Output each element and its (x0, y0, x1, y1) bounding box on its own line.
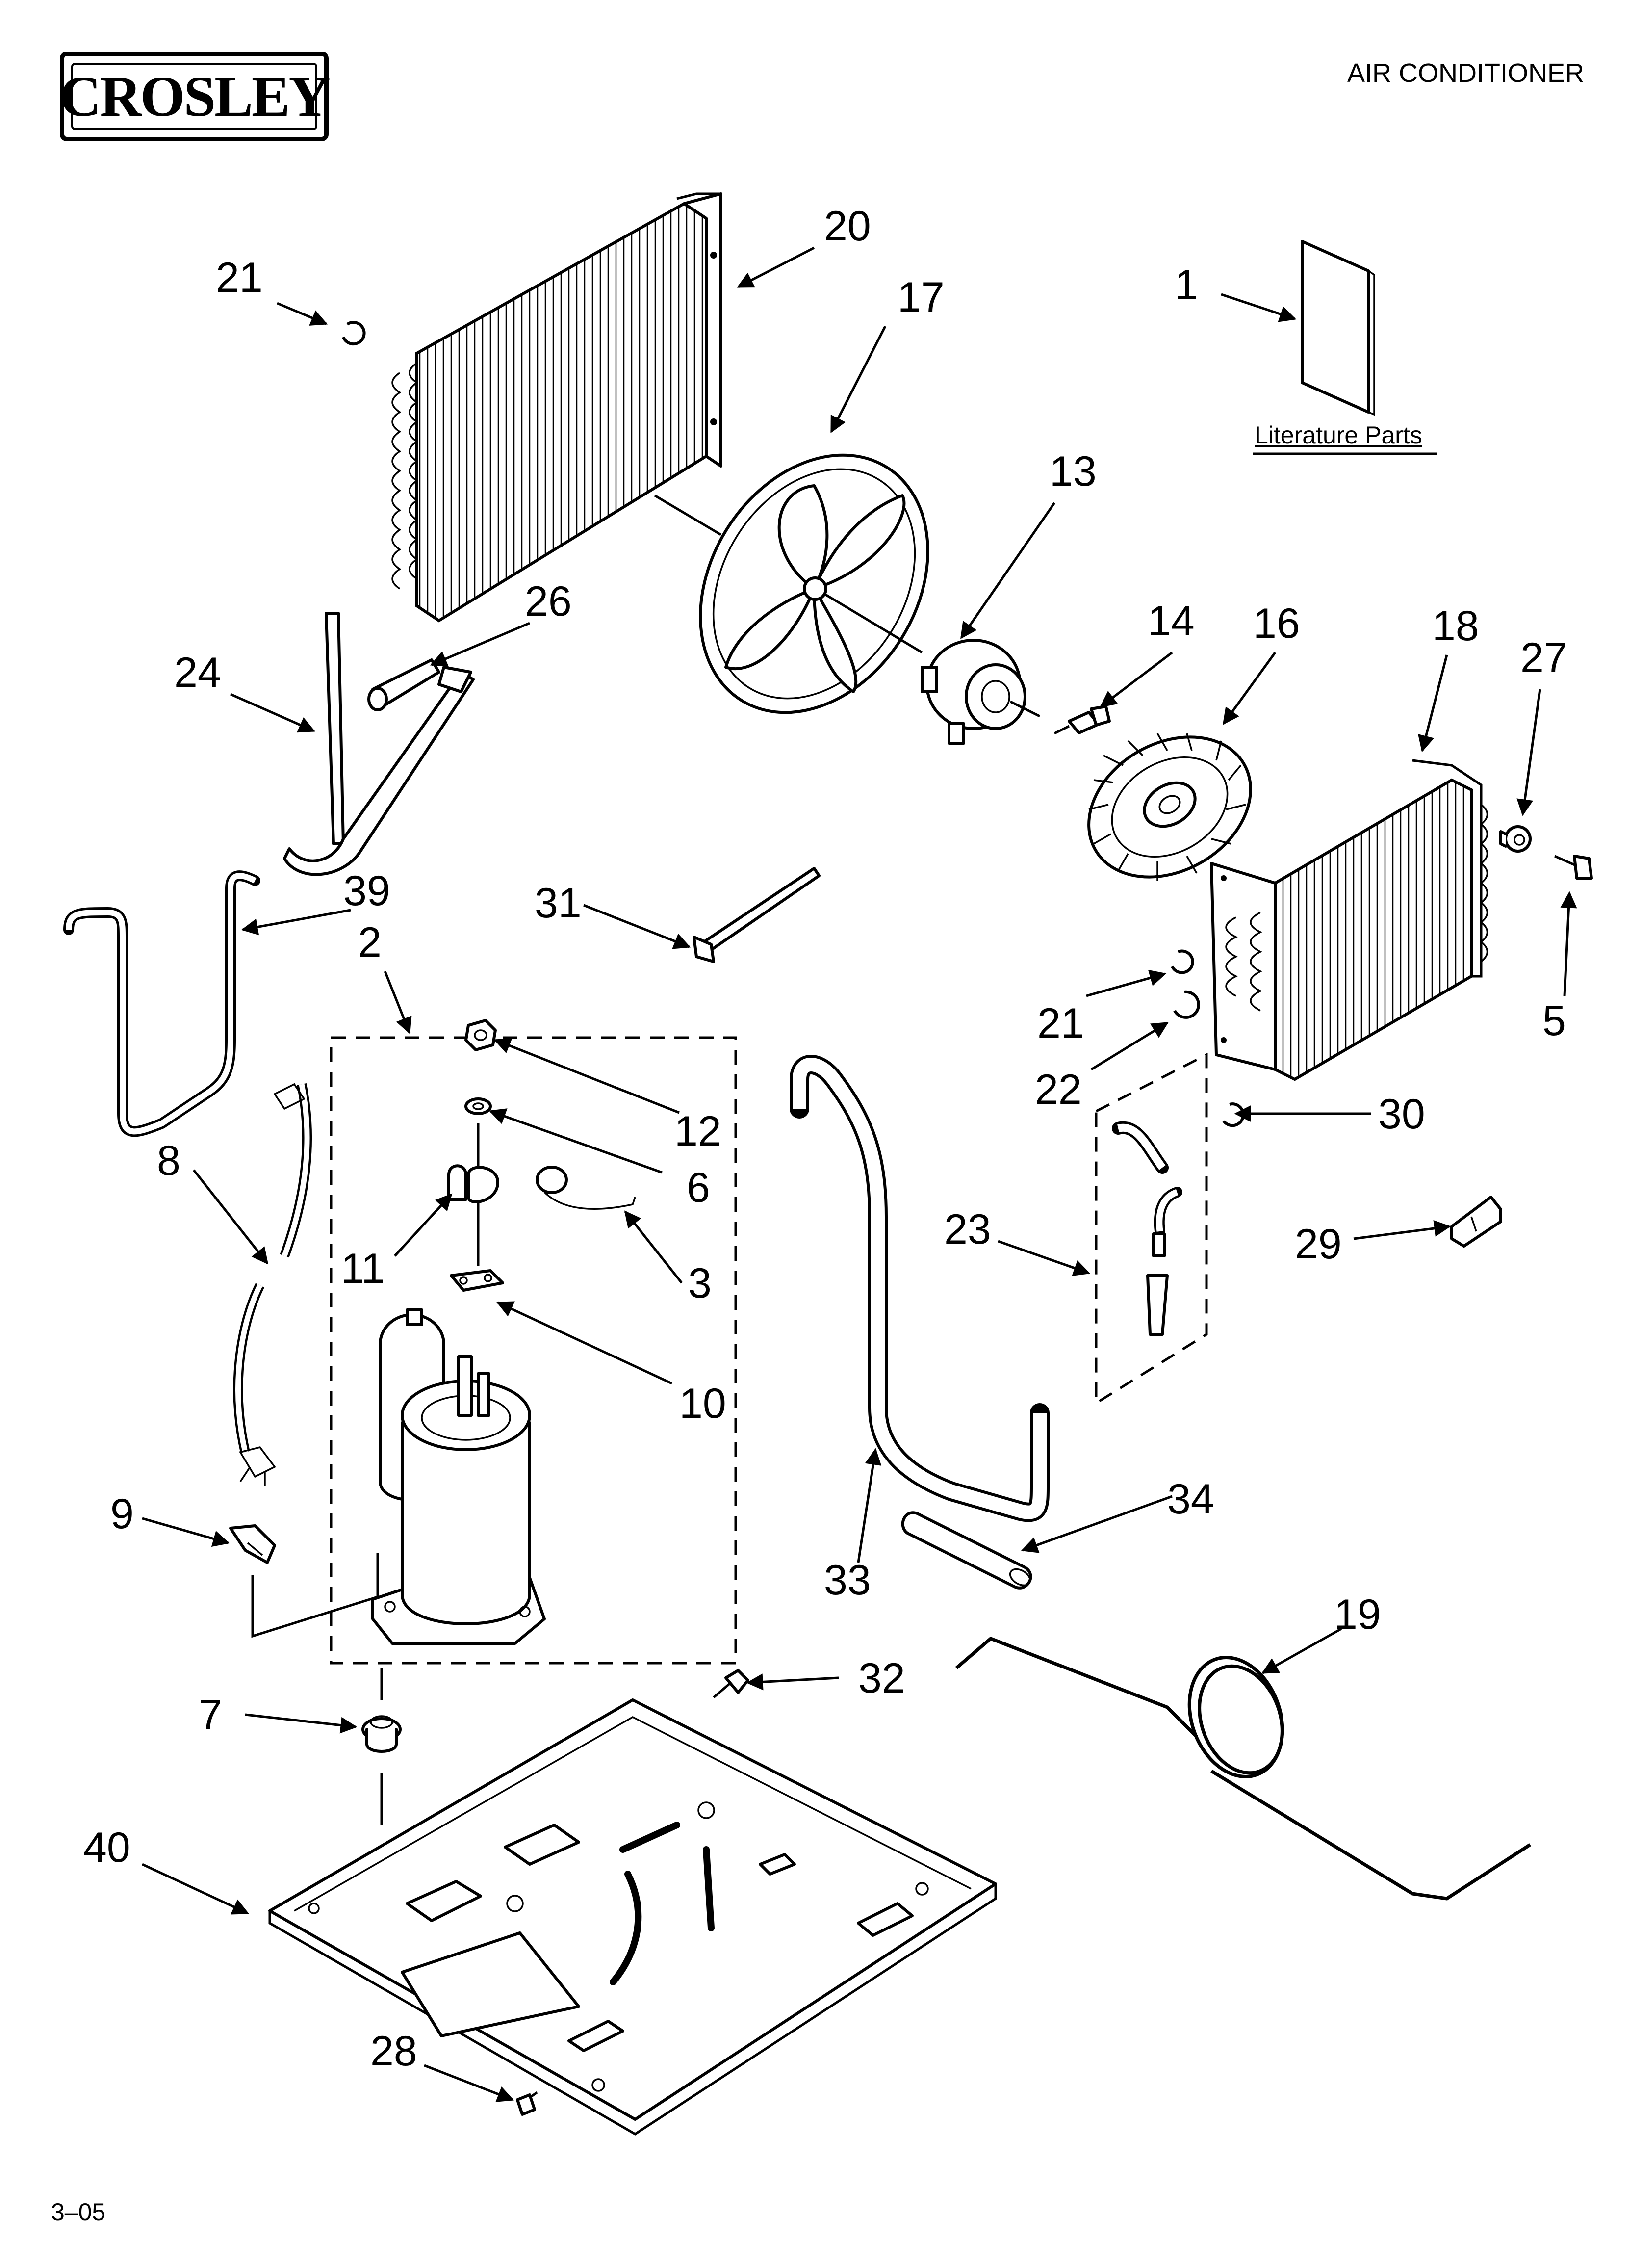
callout-11: 11 (341, 1245, 385, 1292)
callout-40: 40 (83, 1824, 130, 1871)
callout-8: 8 (157, 1137, 180, 1184)
brand-logo-text: CROSLEY (59, 64, 330, 129)
condenser-coil (391, 192, 722, 623)
literature-parts-label: Literature Parts (1255, 421, 1422, 449)
callout-29: 29 (1295, 1221, 1342, 1268)
screw-28 (516, 2091, 538, 2116)
compressor (371, 1308, 546, 1645)
callout-3: 3 (688, 1260, 712, 1307)
callout-24: 24 (174, 649, 221, 696)
callout-28: 28 (370, 2028, 417, 2075)
grommet-7 (361, 1668, 402, 1825)
cable-tie (693, 867, 821, 963)
screw (1053, 705, 1111, 735)
callout-33: 33 (824, 1557, 871, 1604)
callout-26: 26 (525, 578, 572, 625)
callout-27: 27 (1520, 634, 1567, 681)
callout-17: 17 (898, 274, 945, 321)
callout-numbers: 1 2 3 5 6 7 8 9 10 11 12 13 14 16 17 18 … (83, 203, 1567, 2075)
callout-21-top: 21 (216, 254, 263, 301)
screw-32 (713, 1669, 749, 1698)
compressor-assembly-box (330, 1036, 737, 1665)
literature-booklet (1253, 240, 1437, 455)
callout-19: 19 (1334, 1591, 1381, 1638)
footer-code: 3–05 (51, 2198, 106, 2226)
logo: CROSLEY (59, 52, 331, 141)
capillary-tube (955, 1636, 1531, 1901)
tube-33 (790, 1055, 1050, 1522)
drain-plug (367, 658, 440, 711)
page-title: AIR CONDITIONER (1347, 58, 1584, 88)
overload-3 (536, 1166, 636, 1210)
clip-21-right (1171, 949, 1194, 974)
callout-23: 23 (944, 1206, 991, 1253)
callout-32: 32 (858, 1655, 905, 1702)
callout-12: 12 (674, 1108, 721, 1155)
mounting-bracket (229, 1524, 379, 1638)
screw-5 (1554, 855, 1593, 880)
callout-10: 10 (679, 1380, 726, 1427)
leader-lines (141, 246, 1577, 2102)
callout-9: 9 (110, 1490, 134, 1538)
condenser-fan-blade (654, 453, 929, 714)
callout-30: 30 (1378, 1091, 1425, 1138)
nut-12 (464, 1019, 497, 1051)
terminal-cover-11 (447, 1164, 499, 1203)
evaporator-coil (1210, 759, 1488, 1081)
bracket-10 (450, 1269, 504, 1292)
callout-20: 20 (824, 203, 871, 250)
fan-motor (823, 592, 1041, 745)
callout-39: 39 (343, 867, 390, 914)
insulation-sleeve (901, 1511, 1032, 1590)
wire-harness (233, 1083, 312, 1486)
callout-2: 2 (358, 919, 382, 966)
clip-22 (1173, 990, 1200, 1019)
callout-6: 6 (687, 1164, 710, 1211)
blower-wheel (1087, 733, 1252, 881)
clip-29 (1450, 1196, 1502, 1248)
base-pan (268, 1698, 997, 2136)
grommet (1499, 825, 1532, 853)
clip-21-top (342, 321, 366, 346)
callout-16: 16 (1253, 600, 1300, 647)
callout-21-right: 21 (1037, 1000, 1084, 1047)
callout-18: 18 (1432, 602, 1479, 650)
callout-14: 14 (1148, 598, 1195, 645)
tube-kit-box (1095, 1052, 1208, 1406)
tube-kit (1112, 1121, 1182, 1336)
callout-13: 13 (1050, 448, 1097, 495)
callout-31: 31 (535, 880, 582, 927)
washer-6 (464, 1097, 492, 1115)
callout-34: 34 (1167, 1476, 1214, 1523)
drain-tube (283, 612, 475, 876)
callout-5: 5 (1542, 997, 1566, 1044)
callout-22: 22 (1035, 1066, 1082, 1113)
callout-7: 7 (199, 1692, 222, 1739)
callout-1: 1 (1175, 261, 1198, 309)
